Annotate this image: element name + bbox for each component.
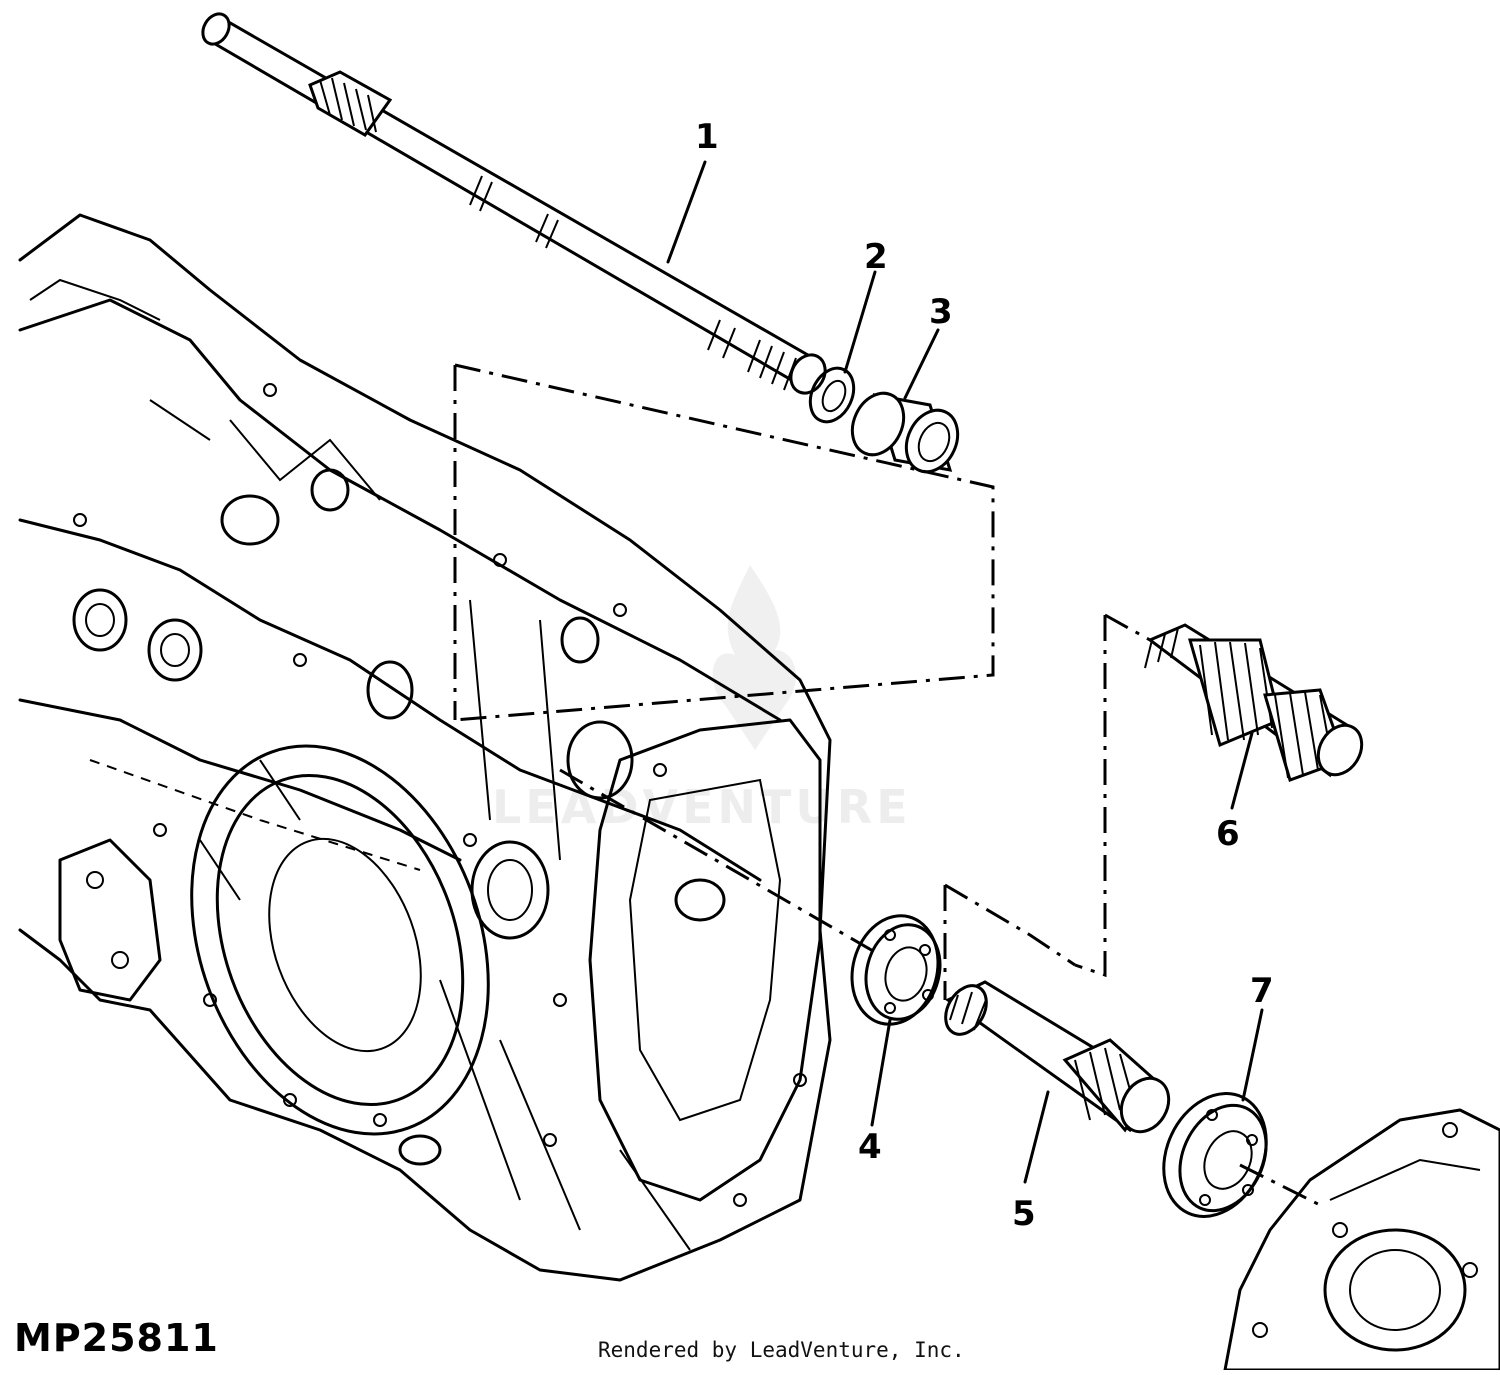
- callout-7: 7: [1250, 971, 1274, 1011]
- right-housing-cover: [1223, 1108, 1500, 1372]
- callout-3: 3: [929, 292, 953, 332]
- part-4-bearing: [850, 914, 942, 1026]
- watermark-flame-logo: [712, 565, 796, 750]
- callout-1: 1: [695, 117, 719, 157]
- diagram-id-label: MP25811: [14, 1316, 219, 1360]
- callout-5: 5: [1012, 1194, 1036, 1234]
- part-3-sleeve: [850, 391, 960, 474]
- assembly-lines: [453, 363, 1321, 1207]
- part-5-pinion-shaft: [944, 980, 1171, 1134]
- leader-lines: [666, 160, 1264, 1184]
- callout-labels: 1 2 3 4 5 6 7: [695, 117, 1274, 1234]
- callout-4: 4: [858, 1127, 882, 1167]
- part-1-shaft: [201, 12, 827, 395]
- part-7-bearing: [1162, 1092, 1268, 1218]
- transmission-housing: [18, 213, 832, 1282]
- callout-6: 6: [1216, 814, 1240, 854]
- callout-2: 2: [864, 237, 888, 277]
- part-2-snap-ring: [808, 366, 856, 424]
- watermark-text: LEADVENTURE: [492, 780, 912, 834]
- part-6-gear-shaft: [1144, 623, 1364, 782]
- footer-credit: Rendered by LeadVenture, Inc.: [598, 1338, 965, 1362]
